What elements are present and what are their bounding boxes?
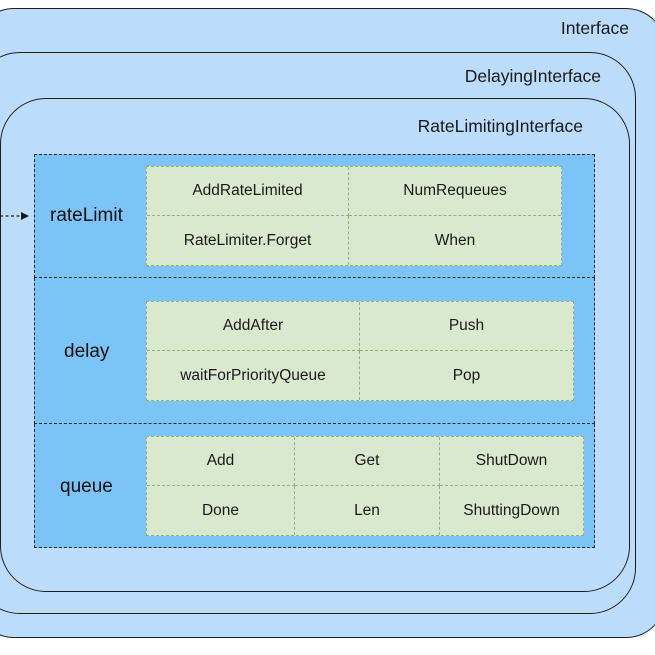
queue-label: queue [60, 476, 113, 497]
queue-methods: Add Get ShutDown Done Len ShuttingDown [146, 436, 584, 536]
method-pop: Pop [452, 366, 481, 384]
incoming-arrow-icon [0, 212, 29, 220]
rate-limit-label: rateLimit [50, 205, 123, 226]
method-when: When [434, 231, 476, 249]
method-add: Add [147, 437, 295, 486]
delay-label: delay [64, 341, 110, 362]
method-shutdown: ShutDown [440, 437, 583, 486]
method-wait-for-priority-queue: waitForPriorityQueue [147, 351, 360, 400]
method-shutting-down: ShuttingDown [463, 501, 560, 519]
method-len: Len [295, 486, 440, 535]
method-rate-limiter-forget: RateLimiter.Forget [147, 216, 349, 265]
rate-limiting-interface-title: RateLimitingInterface [417, 116, 583, 136]
method-done: Done [147, 486, 295, 535]
method-num-requeues: NumRequeues [349, 167, 561, 216]
interface-title: Interface [560, 18, 629, 38]
delay-methods: AddAfter Push waitForPriorityQueue Pop [146, 301, 574, 401]
method-add-after: AddAfter [147, 302, 360, 351]
method-push: Push [360, 302, 573, 351]
method-get: Get [295, 437, 440, 486]
delaying-interface-title: DelayingInterface [464, 66, 601, 86]
rate-limit-methods: AddRateLimited NumRequeues RateLimiter.F… [146, 166, 562, 266]
method-add-rate-limited: AddRateLimited [147, 167, 349, 216]
